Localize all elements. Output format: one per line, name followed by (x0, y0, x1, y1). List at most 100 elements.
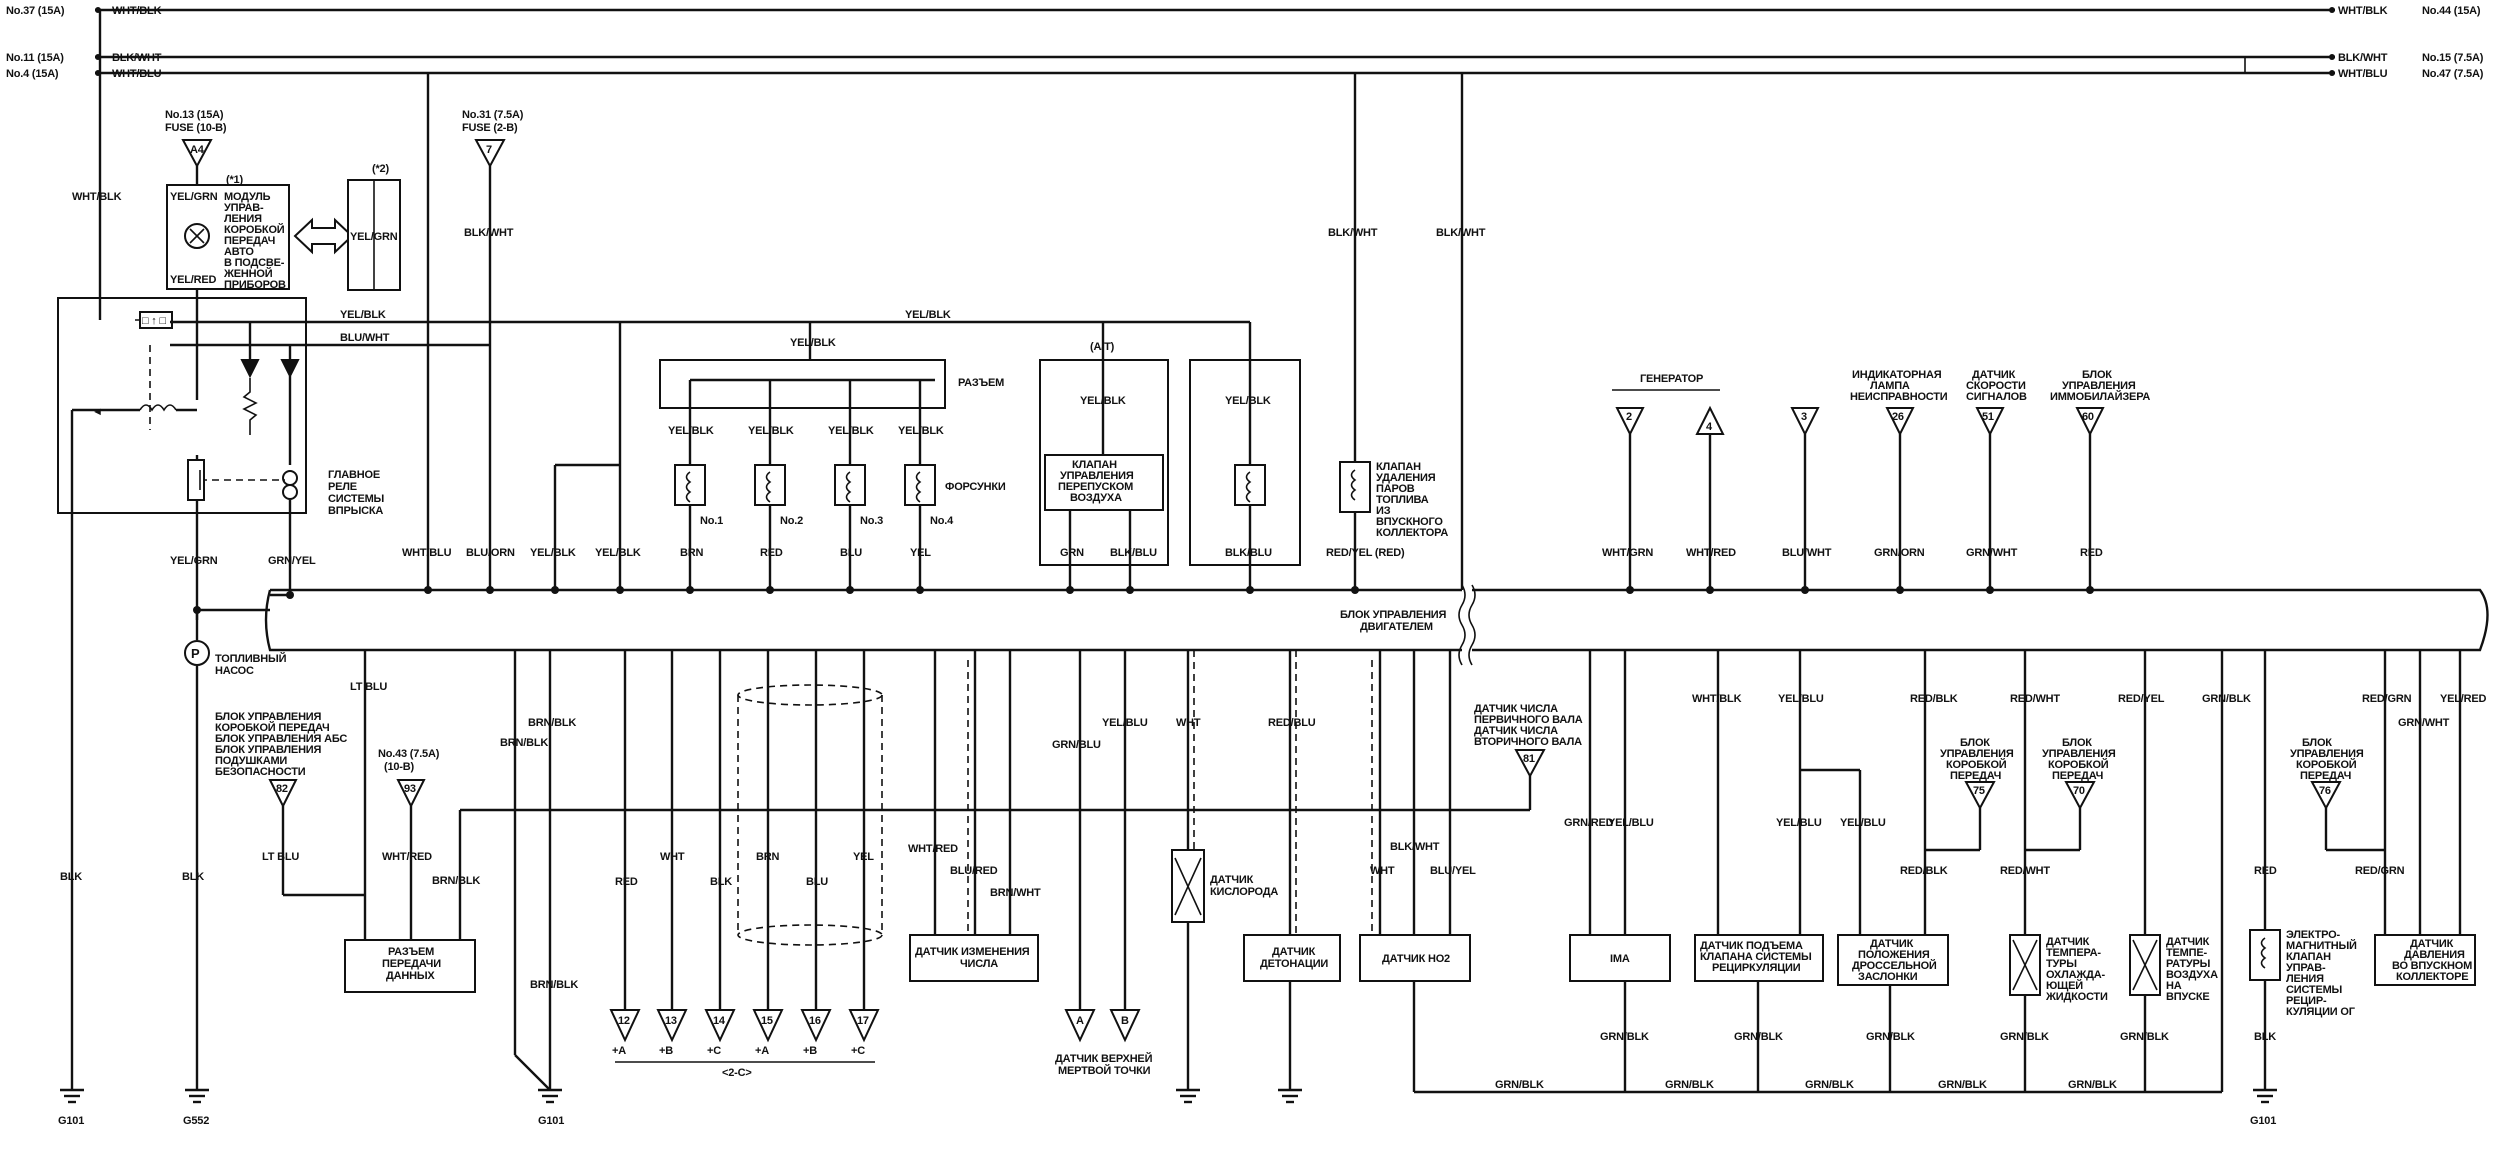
rail3-fuse-left: No.4 (15A) (6, 68, 59, 80)
tcm1-line-3: ПЕРЕДАЧ (1950, 770, 2001, 782)
tm-line-4: ПЕРЕДАЧ (224, 235, 275, 247)
left-section: WHT/BLK No.13 (15A) FUSE (10-B) A4 YEL/G… (57, 10, 620, 620)
fuse43-block: (10-B) (384, 761, 415, 773)
brnblk3-wire: BRN/BLK (528, 717, 576, 729)
pin-2: 2 (1626, 411, 1632, 423)
mid-sensors: WHT/RED BLU/RED BRN/WHT ДАТЧИК ИЗМЕНЕНИЯ… (908, 650, 1583, 1104)
inj-mid-label: YEL/BLK (790, 337, 836, 349)
throttle-sensor-box (1837, 934, 1949, 986)
tcm3-pin: 76 (2319, 785, 2331, 797)
map-line-2: ВО ВПУСКНОМ (2392, 960, 2472, 972)
left-wire-whtblk: WHT/BLK (72, 191, 122, 203)
knock-line-1: ДЕТОНАЦИИ (1260, 958, 1328, 970)
throttle-line-3: ЗАСЛОНКИ (1858, 971, 1918, 983)
inj2-in: YEL/BLK (748, 425, 794, 437)
cg-wire-2: BLK (710, 876, 732, 888)
gnd-bus-4: GRN/BLK (2068, 1079, 2117, 1091)
main-relay-line-2: СИСТЕМЫ (328, 493, 385, 505)
pump-ground-wire: BLK (182, 871, 204, 883)
pin51-wire: GRN/WHT (1966, 547, 2018, 559)
egr-line-0: ДАТЧИК ПОДЪЕМА (1700, 940, 1803, 952)
abs-line-1: КОРОБКОЙ ПЕРЕДАЧ (215, 721, 330, 734)
main-relay-box (57, 297, 307, 514)
cg-sign-0: +A (612, 1045, 626, 1057)
cg-pin-12-icon (609, 1009, 641, 1043)
iac-valve-group: (A/T) YEL/BLK КЛАПАН УПРАВЛЕНИЯ ПЕРЕПУСК… (1039, 322, 1301, 590)
vss-line-3: ВТОРИЧНОГО ВАЛА (1474, 736, 1582, 748)
valve2-icon (1234, 464, 1266, 506)
purge-line-2: ПАРОВ (1376, 483, 1415, 495)
tdc-pin-b-icon (1109, 1009, 1141, 1043)
rail2-wire-right: BLK/WHT (2338, 52, 2388, 64)
rail2-wire-left: BLK/WHT (112, 52, 162, 64)
abs-line-4: ПОДУШКАМИ (215, 755, 287, 767)
ecm-label-1: ДВИГАТЕЛЕМ (1360, 621, 1433, 633)
vss-line-1: ПЕРВИЧНОГО ВАЛА (1474, 714, 1583, 726)
lamp-line-0: ИНДИКАТОРНАЯ (1852, 369, 1942, 381)
iat-line-4: НА (2166, 980, 2182, 992)
brnblk-wire: BRN/BLK (432, 875, 480, 887)
whtred-wire: WHT/RED (382, 851, 432, 863)
tm-wire-bot: YEL/RED (170, 274, 217, 286)
cg-pin-14: 14 (713, 1015, 726, 1027)
rail3-fuse-right: No.47 (7.5A) (2422, 68, 2484, 80)
cg-pin-16: 16 (809, 1015, 821, 1027)
abs-line-3: БЛОК УПРАВЛЕНИЯ (215, 744, 322, 756)
tm-line-5: АВТО (224, 246, 254, 258)
valve2-out: BLK/BLU (1225, 547, 1272, 559)
ltblu2-wire: LT BLU (262, 851, 299, 863)
cg-sign-3: +A (755, 1045, 769, 1057)
tcm3-line-1: УПРАВЛЕНИЯ (2290, 748, 2364, 760)
fuel-pump-symbol: P (191, 646, 200, 661)
pin-3: 3 (1801, 411, 1807, 423)
lamp-line-1: ЛАМПА (1870, 380, 1910, 392)
pin2-wire: WHT/GRN (1602, 547, 1653, 559)
pin-60: 60 (2082, 411, 2094, 423)
brnblk4-wire: BRN/BLK (530, 979, 578, 991)
rail2-fuse-left: No.11 (15A) (6, 52, 64, 64)
ho2s-label: ДАТЧИК HO2 (1382, 953, 1450, 965)
tdc-pin-b: B (1121, 1015, 1129, 1027)
tcm2-pin: 70 (2073, 785, 2085, 797)
rail1-fuse-right: No.44 (15A) (2422, 5, 2481, 17)
ima-box (1569, 934, 1671, 982)
right-top-inputs: ГЕНЕРАТОР ИНДИКАТОРНАЯ ЛАМПА НЕИСПРАВНОС… (1602, 369, 2151, 590)
throttle-out: GRN/BLK (1866, 1031, 1915, 1043)
tcm2-line-3: ПЕРЕДАЧ (2052, 770, 2103, 782)
fuse31-pin-icon (474, 139, 506, 169)
vss-pin: 81 (1523, 753, 1535, 765)
iac-line-1: УПРАВЛЕНИЯ (1060, 470, 1134, 482)
vwire-c: YEL/BLK (530, 547, 576, 559)
pin-51: 51 (1982, 411, 1994, 423)
inj2-out: RED (760, 547, 783, 559)
ecm-bar: БЛОК УПРАВЛЕНИЯ ДВИГАТЕЛЕМ (197, 584, 2489, 666)
pin-3-icon (1790, 407, 1820, 437)
vss-line-0: ДАТЧИК ЧИСЛА (1474, 703, 1558, 715)
fuel-pump-icon (184, 640, 210, 666)
ect-line-1: ТЕМПЕРА- (2046, 947, 2101, 959)
pin60-wire: RED (2080, 547, 2103, 559)
relay-out2: GRN/YEL (268, 555, 316, 567)
redyel-wire: RED/YEL (2118, 693, 2165, 705)
egrv-line-1: МАГНИТНЫЙ (2286, 939, 2357, 952)
gnd-bus-1: GRN/BLK (1665, 1079, 1714, 1091)
cg-wire-0: RED (615, 876, 638, 888)
speed-line-2: СИГНАЛОВ (1966, 391, 2027, 403)
knock-sensor-box (1243, 934, 1341, 982)
vwire-a: WHT/BLU (402, 547, 452, 559)
o2-line-0: ДАТЧИК (1210, 874, 1254, 886)
data-conn-line-1: ПЕРЕДАЧИ (382, 958, 441, 970)
iac-line-0: КЛАПАН (1072, 459, 1117, 471)
fuse31-group: No.31 (7.5A) FUSE (2-B) 7 BLK/WHT WHT/BL… (402, 73, 641, 590)
ysl-wire: YEL/BLU (1778, 693, 1824, 705)
pin-26-icon (1885, 407, 1915, 437)
egrv-line-7: КУЛЯЦИИ ОГ (2286, 1006, 2356, 1018)
ltblu-wire: LT BLU (350, 681, 387, 693)
inj-connector-label: РАЗЪЕМ (958, 377, 1004, 389)
abs-line-0: БЛОК УПРАВЛЕНИЯ (215, 711, 322, 723)
egrv-red: RED (2254, 865, 2277, 877)
data-conn-line-0: РАЗЪЕМ (388, 946, 434, 958)
injector-label: ФОРСУНКИ (945, 481, 1006, 493)
ect-line-5: ЖИДКОСТИ (2045, 991, 2108, 1003)
ysl-wire-3: YEL/BLU (1840, 817, 1886, 829)
